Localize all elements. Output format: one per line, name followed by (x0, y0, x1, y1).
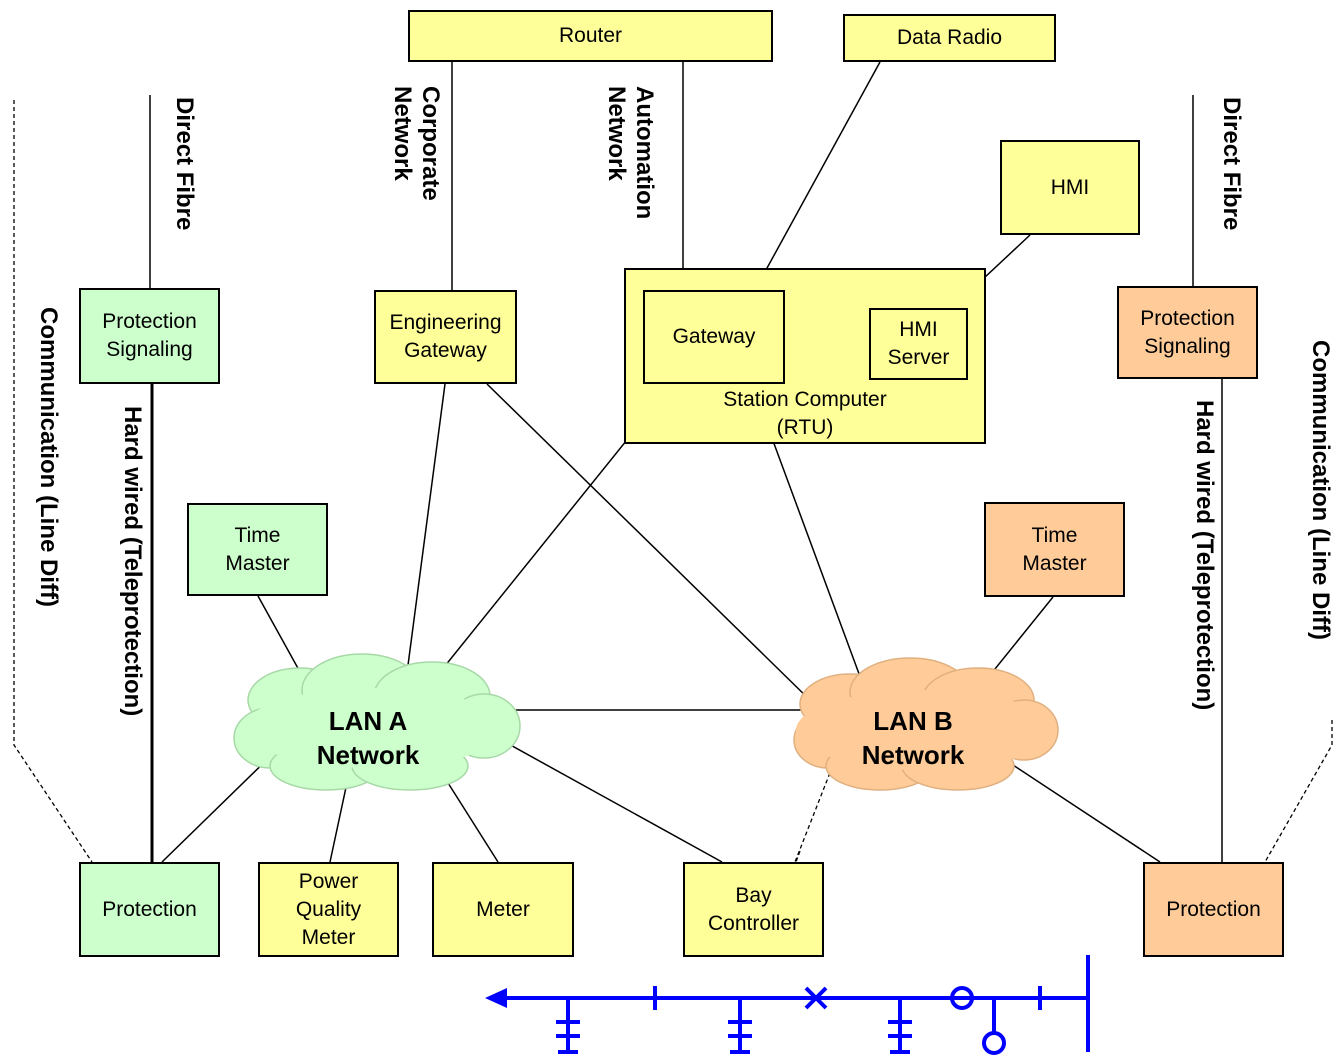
sld-ct-1 (950, 986, 974, 1010)
link-lan-a-bay-controller (504, 741, 723, 863)
time-master-a-box[interactable]: Time Master (187, 503, 328, 596)
hmi-server-box[interactable]: HMI Server (869, 308, 968, 380)
sld-earth-2 (728, 998, 752, 1054)
sld-earth-1 (556, 998, 580, 1054)
link-engineering-gateway-lan-b (486, 383, 816, 706)
lan-a-label: LAN A Network (316, 706, 420, 770)
time-master-b-box[interactable]: Time Master (984, 502, 1125, 597)
protection-signaling-b-box[interactable]: Protection Signaling (1117, 286, 1258, 379)
bay-controller-box[interactable]: Bay Controller (683, 862, 824, 957)
lan-a-cloud (233, 653, 521, 791)
sld-arrowhead (485, 988, 507, 1008)
sld-breaker-b (804, 986, 828, 1010)
protection-a-box[interactable]: Protection (79, 862, 220, 957)
link-lan-a-pq-meter (329, 777, 349, 863)
protection-signaling-a-box[interactable]: Protection Signaling (79, 288, 220, 384)
meter-box[interactable]: Meter (432, 862, 574, 957)
link-lan-b-bay-controller-a (794, 759, 836, 863)
link-lan-a-meter (442, 774, 499, 863)
link-lan-b-bay-controller-b (795, 850, 801, 863)
data-radio-box[interactable]: Data Radio (843, 14, 1056, 62)
sld-ct-2 (982, 1031, 1006, 1055)
lan-b-cloud (793, 657, 1059, 791)
hmi-box[interactable]: HMI (1000, 140, 1140, 235)
engineering-gateway-box[interactable]: Engineering Gateway (374, 290, 517, 384)
link-engineering-gateway-lan-a (404, 383, 446, 689)
lan-b-label: LAN B Network (861, 706, 965, 770)
link-communication-right (1264, 720, 1333, 863)
link-data-radio-gateway (754, 61, 881, 291)
station-computer-label: Station Computer (RTU) (723, 388, 887, 439)
gateway-box[interactable]: Gateway (643, 290, 785, 384)
link-communication-left (13, 100, 93, 863)
router-box[interactable]: Router (408, 10, 773, 62)
link-lan-b-protection-b (1012, 764, 1161, 863)
protection-b-box[interactable]: Protection (1143, 862, 1284, 957)
power-quality-meter-box[interactable]: Power Quality Meter (258, 862, 399, 957)
sld-earth-3 (888, 998, 912, 1054)
